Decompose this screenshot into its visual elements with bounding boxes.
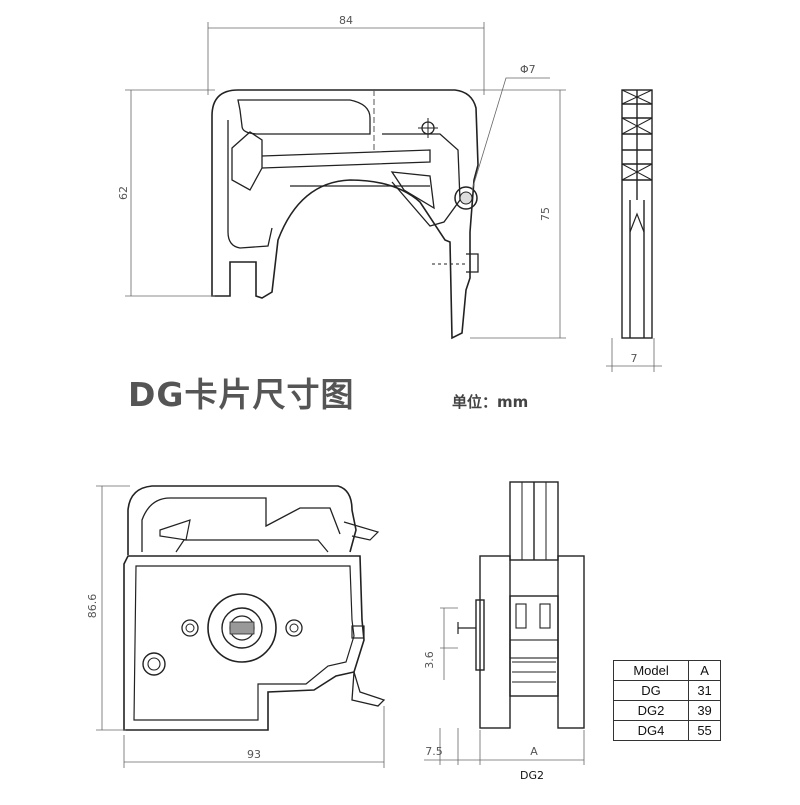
model-cell: DG — [612, 680, 690, 701]
a-header: A — [688, 660, 721, 681]
table-row: DG2 39 — [612, 700, 721, 721]
pump-caption: DG2 — [520, 769, 544, 782]
card-front-view — [211, 89, 479, 340]
model-header: Model — [612, 660, 690, 681]
model-table: Model A DG 31 DG2 39 DG4 55 — [612, 660, 721, 741]
a-cell: 31 — [688, 680, 721, 701]
pump-side-dimensions — [424, 607, 585, 765]
table-header-row: Model A — [612, 660, 721, 681]
card-thickness-dim: 7 — [631, 352, 638, 365]
offset-dim: 7.5 — [425, 745, 443, 758]
model-cell: DG2 — [612, 700, 690, 721]
card-dimensions — [125, 22, 662, 372]
pump-dimensions — [96, 485, 385, 768]
pump-front-view — [123, 485, 386, 731]
table-row: DG4 55 — [612, 720, 721, 741]
model-cell: DG4 — [612, 720, 690, 741]
pump-side-view — [457, 481, 585, 729]
unit-label: 单位：mm — [452, 393, 529, 411]
pump-height-dim: 86.6 — [86, 594, 99, 619]
card-side-view — [621, 89, 653, 339]
card-width-dim: 84 — [339, 14, 353, 27]
a-cell: 39 — [688, 700, 721, 721]
table-row: DG 31 — [612, 680, 721, 701]
card-hole-dim: Φ7 — [520, 63, 536, 76]
shaft-dim: 3.6 — [423, 651, 436, 669]
card-right-dim: 75 — [539, 207, 552, 221]
a-dim: A — [530, 745, 538, 758]
a-cell: 55 — [688, 720, 721, 741]
pump-width-dim: 93 — [247, 748, 261, 761]
card-height-dim: 62 — [117, 186, 130, 200]
drawing-title: DG卡片尺寸图 — [128, 375, 355, 414]
